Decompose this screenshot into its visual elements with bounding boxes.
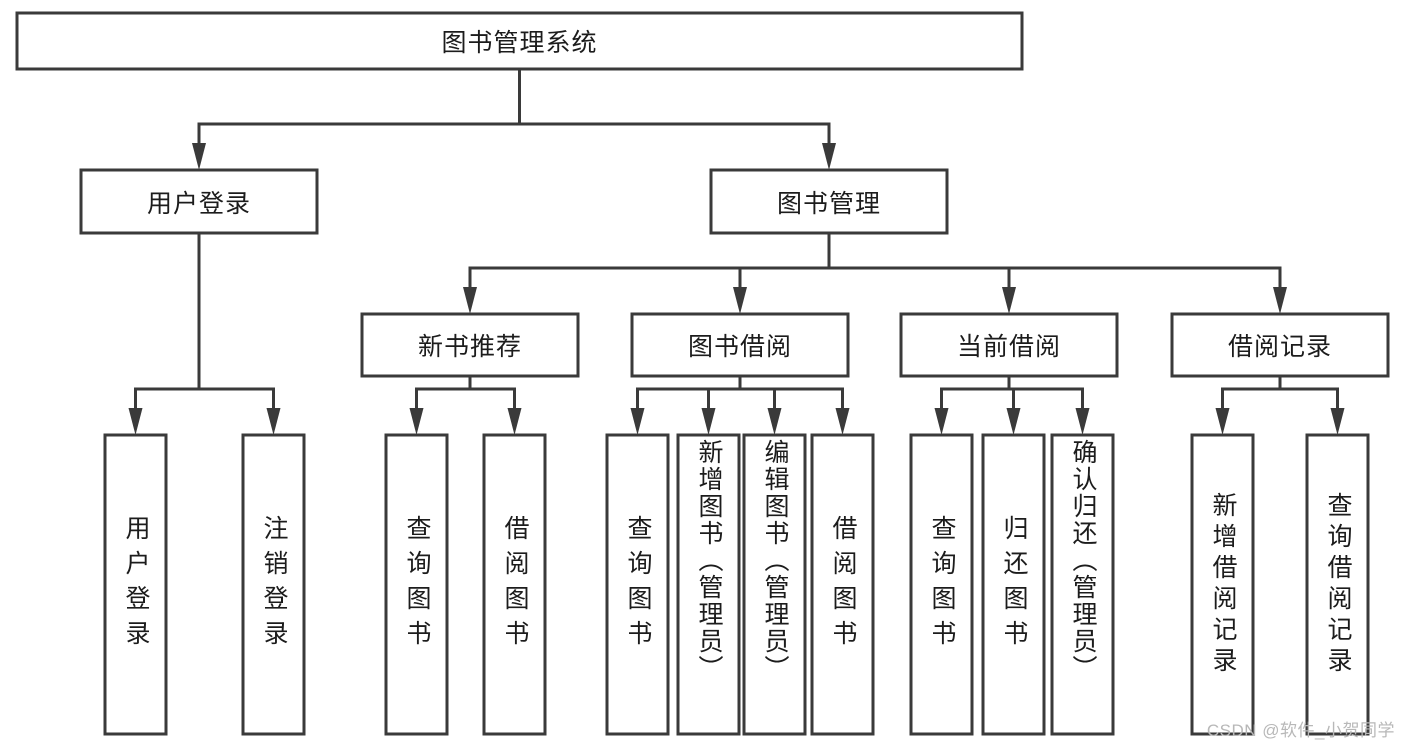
arrow-head-leaf-borrow-book — [835, 408, 850, 435]
arrow-head-book-borrow — [733, 287, 747, 314]
node-box-new-book-recommend — [360, 312, 580, 378]
arrow-head-leaf-borrow-book-rec — [507, 408, 522, 435]
arrow-head-leaf-edit-book-admin — [767, 408, 782, 435]
arrow-head-new-book-recommend — [463, 287, 477, 314]
node-box-root — [15, 11, 1024, 71]
arrow-head-leaf-query-book-current — [934, 408, 949, 435]
node-box-current-borrow — [899, 312, 1119, 378]
node-box-leaf-query-book-current — [909, 433, 974, 736]
arrow-head-borrow-record — [1273, 287, 1287, 314]
node-box-leaf-query-borrow-record — [1305, 433, 1370, 736]
arrow-head-leaf-user-login — [128, 408, 143, 435]
node-box-leaf-borrow-book-rec — [482, 433, 547, 736]
csdn-watermark: CSDN @软件_小贺同学 — [1206, 721, 1395, 740]
node-box-leaf-query-book-rec — [384, 433, 449, 736]
arrow-head-leaf-return-book — [1006, 408, 1021, 435]
node-box-leaf-borrow-book — [810, 433, 875, 736]
node-box-book-manage — [709, 168, 949, 235]
node-box-book-borrow — [630, 312, 850, 378]
node-box-leaf-add-borrow-record — [1190, 433, 1255, 736]
node-box-borrow-record — [1170, 312, 1390, 378]
node-box-leaf-user-logout — [241, 433, 306, 736]
arrow-head-leaf-query-book-borrow — [630, 408, 645, 435]
arrow-head-leaf-user-logout — [266, 408, 281, 435]
arrow-head-current-borrow — [1002, 287, 1016, 314]
node-box-leaf-query-book-borrow — [605, 433, 670, 736]
node-box-leaf-user-login — [103, 433, 168, 736]
arrow-head-book-manage — [822, 143, 836, 170]
node-box-leaf-return-book — [981, 433, 1046, 736]
arrow-head-leaf-add-borrow-record — [1215, 408, 1230, 435]
node-box-leaf-add-book-admin — [676, 433, 741, 736]
arrow-head-leaf-query-borrow-record — [1330, 408, 1345, 435]
boxes-layer — [15, 11, 1390, 736]
node-box-user-login — [79, 168, 319, 235]
node-box-leaf-edit-book-admin — [742, 433, 807, 736]
arrow-head-leaf-add-book-admin — [701, 408, 716, 435]
arrow-head-leaf-confirm-return-admin — [1075, 408, 1090, 435]
node-box-leaf-confirm-return-admin — [1050, 433, 1115, 736]
arrow-head-leaf-query-book-rec — [409, 408, 424, 435]
connectors-layer — [128, 67, 1345, 435]
arrow-head-user-login — [192, 143, 206, 170]
